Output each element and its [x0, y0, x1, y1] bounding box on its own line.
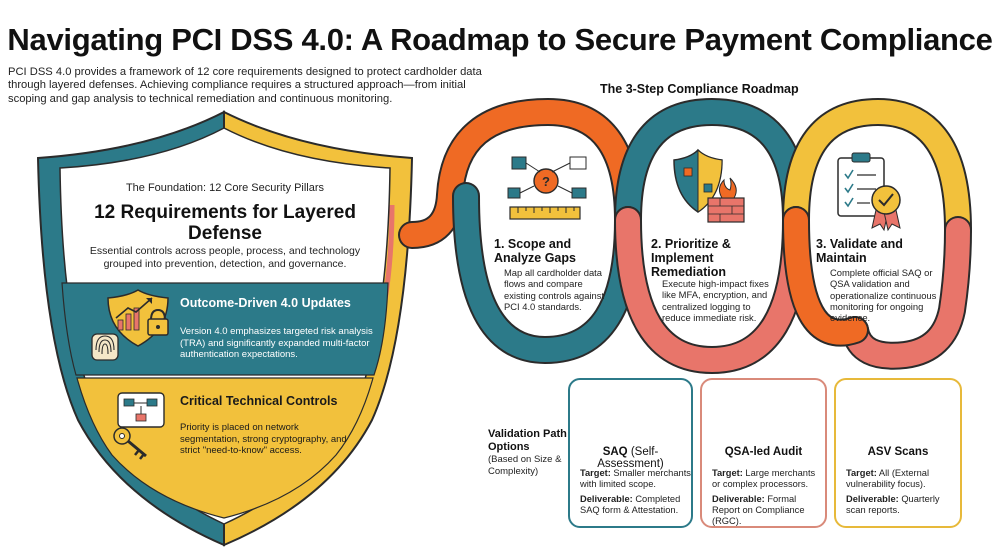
card-deliverable: Deliverable: Quarterly scan reports.: [846, 494, 958, 516]
target-label: Target:: [712, 468, 743, 478]
card-name-suffix: (Self-Assessment): [597, 446, 664, 470]
target-label: Target:: [846, 468, 877, 478]
card-deliverable: Deliverable: Formal Report on Compliance…: [712, 494, 824, 528]
svg-text:?: ?: [542, 174, 550, 189]
deliverable-value: Quarterly scan reports.: [846, 494, 940, 516]
network-diagram-icon: [117, 392, 165, 428]
validation-card-qsa: QSA-led Audit Target: Large merchants or…: [700, 378, 827, 528]
card-name-main: SAQ: [602, 446, 628, 458]
card-name: ASV Scans: [836, 446, 960, 458]
card-name: SAQ (Self-Assessment): [570, 446, 691, 470]
roadmap-path: [398, 97, 972, 375]
target-value: All (External vulnerability focus).: [846, 468, 930, 490]
target-value: Smaller merchants with limited scope.: [580, 468, 691, 490]
validation-subtitle: (Based on Size & Complexity): [488, 454, 562, 477]
intro-text: PCI DSS 4.0 provides a framework of 12 c…: [8, 66, 482, 105]
panel-updates-title: Outcome-Driven 4.0 Updates: [180, 296, 351, 310]
validation-title: Validation Path Options: [488, 428, 567, 453]
panel-controls-title: Critical Technical Controls: [180, 394, 338, 408]
deliverable-value: Completed SAQ form & Attestation.: [580, 494, 681, 516]
panel-controls-description: Priority is placed on network segmentati…: [180, 422, 347, 456]
deliverable-label: Deliverable:: [580, 494, 633, 504]
key-icon: [113, 427, 147, 460]
flowchart-icon: ?: [507, 156, 587, 199]
firewall-icon: [707, 177, 745, 223]
deliverable-value: Formal Report on Compliance (RGC).: [712, 494, 805, 527]
target-value: Large merchants or complex processors.: [712, 468, 816, 490]
deliverable-label: Deliverable:: [712, 494, 765, 504]
card-deliverable: Deliverable: Completed SAQ form & Attest…: [580, 494, 692, 516]
step-2-title: 2. Prioritize & Implement Remediation: [651, 237, 731, 279]
step-1-title: 1. Scope and Analyze Gaps: [494, 237, 576, 265]
target-label: Target:: [580, 468, 611, 478]
step-3-description: Complete official SAQ or QSA validation …: [830, 267, 937, 324]
card-name-main: ASV Scans: [867, 446, 929, 458]
step-3-title: 3. Validate and Maintain: [816, 237, 903, 265]
validation-card-asv: ASV Scans Target: All (External vulnerab…: [834, 378, 962, 528]
panel-updates-description: Version 4.0 emphasizes targeted risk ana…: [180, 326, 373, 360]
ruler-icon: [509, 206, 581, 220]
validation-card-saq: SAQ (Self-Assessment) Target: Smaller me…: [568, 378, 693, 528]
foundation-label: The Foundation: 12 Core Security Pillars: [125, 182, 325, 194]
step-2-description: Execute high-impact fixes like MFA, encr…: [662, 278, 769, 323]
shield-title: 12 Requirements for Layered Defense: [94, 202, 356, 244]
security-shield-icon: [673, 148, 723, 213]
page-title: Navigating PCI DSS 4.0: A Roadmap to Sec…: [7, 22, 993, 57]
card-name: QSA-led Audit: [702, 446, 825, 458]
padlock-icon: [147, 308, 169, 336]
card-name-main: QSA-led Audit: [724, 446, 803, 458]
deliverable-label: Deliverable:: [846, 494, 899, 504]
roadmap-title: The 3-Step Compliance Roadmap: [600, 82, 799, 96]
step-1-description: Map all cardholder data flows and compar…: [504, 267, 605, 312]
card-target: Target: Smaller merchants with limited s…: [580, 468, 692, 490]
award-badge-icon: [871, 185, 901, 232]
fingerprint-icon: [91, 333, 119, 361]
card-target: Target: All (External vulnerability focu…: [846, 468, 958, 490]
shield-description: Essential controls across people, proces…: [89, 245, 361, 270]
card-target: Target: Large merchants or complex proce…: [712, 468, 824, 490]
